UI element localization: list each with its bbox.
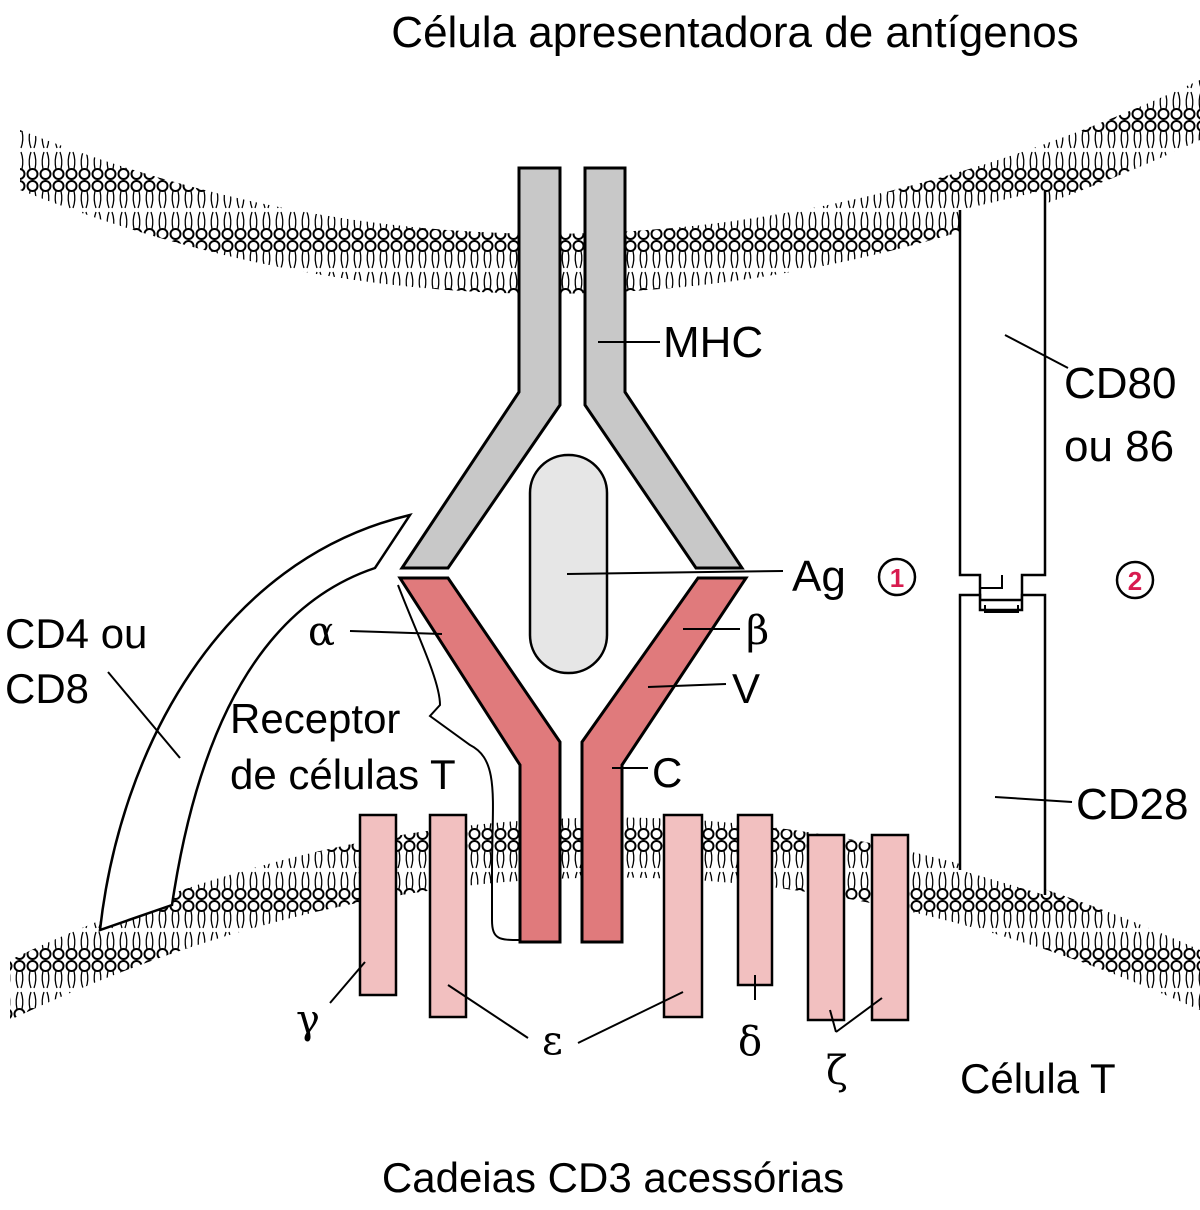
mhc-right-chain (583, 166, 745, 570)
cd80-notch (979, 575, 1003, 589)
cd28-label: CD28 (1076, 780, 1189, 829)
marker-1: 1 (877, 557, 917, 597)
cd3-zeta-chain-1 (806, 833, 846, 1022)
cd4-label: CD4 ou (5, 610, 147, 657)
tcr-label-line1: Receptor (230, 695, 400, 742)
cd4-cd8-coreceptor (98, 513, 413, 932)
cd3-zeta-chain-2 (870, 833, 910, 1022)
tcr-outline (397, 584, 521, 941)
cd80-molecule (958, 190, 1047, 602)
delta-label: δ (738, 1019, 762, 1065)
cd8-label: CD8 (5, 665, 89, 712)
mhc-label: MHC (663, 318, 763, 367)
apc-membrane (20, 80, 1200, 294)
cd3-delta-chain (736, 813, 774, 987)
gamma-label: γ (296, 997, 320, 1043)
cd80-label: CD80 (1064, 359, 1177, 408)
marker-2-text: 2 (1128, 566, 1142, 596)
constant-region-label: C (652, 749, 682, 796)
diagram-title: Célula apresentadora de antígenos (391, 8, 1078, 57)
zeta-label: ζ (826, 1048, 848, 1094)
cd3-chains (358, 813, 910, 1022)
tcr-alpha-chain (397, 576, 562, 944)
marker-1-text: 1 (890, 563, 904, 593)
cd80-outline (958, 190, 1047, 602)
beta-label: β (746, 608, 769, 654)
tcell-label: Célula T (960, 1055, 1116, 1102)
antigen-label: Ag (792, 552, 846, 601)
cd28-tab (984, 605, 1019, 613)
caption: Cadeias CD3 acessórias (382, 1154, 844, 1201)
antigen (528, 453, 609, 675)
tcr-label-line2: de células T (230, 751, 456, 798)
leader-lines (107, 334, 1073, 1044)
marker-2: 2 (1115, 560, 1155, 600)
cd28-outline (958, 593, 1047, 895)
tcr-beta-chain (580, 576, 749, 944)
variable-region-label: V (732, 665, 760, 712)
cd3-gamma-chain (358, 813, 398, 997)
epsilon-label: ε (542, 1018, 563, 1064)
mhc-left-chain (399, 166, 562, 570)
cd3-epsilon-chain-1 (428, 813, 468, 1019)
cd3-epsilon-chain-2 (662, 813, 704, 1019)
tcr-chains (397, 576, 749, 944)
alpha-label: α (308, 609, 335, 655)
cd28-molecule (958, 593, 1047, 895)
mhc-molecule (399, 166, 745, 570)
cd80-label-line2: ou 86 (1064, 422, 1174, 471)
